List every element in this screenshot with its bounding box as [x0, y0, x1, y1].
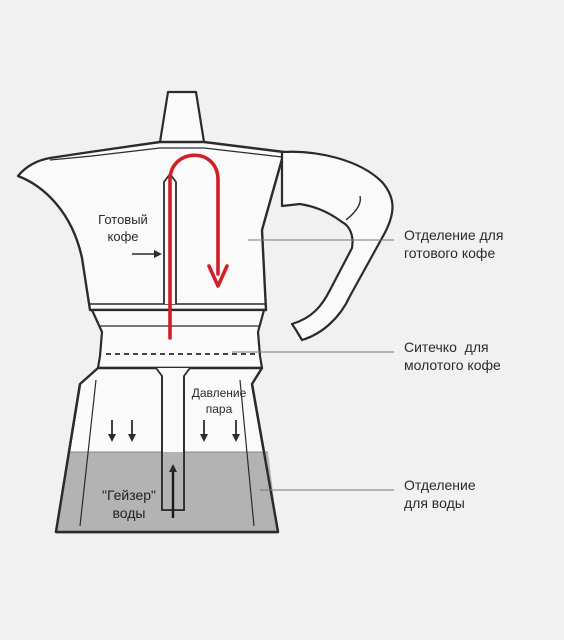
coffee-flow-arrow — [168, 153, 220, 340]
handle — [280, 150, 394, 342]
label-filter-line1: Ситечко для — [404, 339, 489, 355]
label-geyser-line2: воды — [112, 505, 146, 522]
label-steam-pressure-line2: пара — [205, 401, 233, 416]
boiler-facet-left — [79, 379, 97, 527]
label-steam-pressure: Давление пара — [182, 386, 256, 417]
label-ready-coffee-line2: кофе — [107, 228, 139, 244]
label-ready-chamber-line1: Отделение для — [404, 227, 504, 243]
label-water-chamber-line2: для воды — [404, 495, 465, 512]
label-filter: Ситечко для молотого кофе — [404, 338, 501, 374]
lid-seam — [49, 147, 283, 161]
label-filter-line2: молотого кофе — [404, 357, 501, 374]
label-geyser: "Гейзер" воды — [84, 486, 174, 522]
label-ready-coffee-line1: Готовый — [98, 212, 148, 227]
middle-collar — [90, 308, 266, 370]
boiler-outline-overlay — [54, 383, 280, 534]
handle-inner-detail — [345, 195, 362, 221]
lid-knob — [158, 90, 206, 143]
boiler-facet-right — [239, 379, 255, 527]
label-water-chamber: Отделение для воды — [404, 476, 476, 512]
label-steam-pressure-line1: Давление — [191, 386, 247, 400]
label-ready-coffee: Готовый кофе — [78, 212, 168, 246]
label-ready-chamber: Отделение для готового кофе — [404, 226, 503, 262]
label-ready-chamber-line2: готового кофе — [404, 245, 496, 262]
coffee-flow-arrowhead — [207, 264, 229, 288]
label-geyser-line1: "Гейзер" — [101, 487, 157, 503]
label-water-chamber-line1: Отделение — [404, 477, 476, 493]
